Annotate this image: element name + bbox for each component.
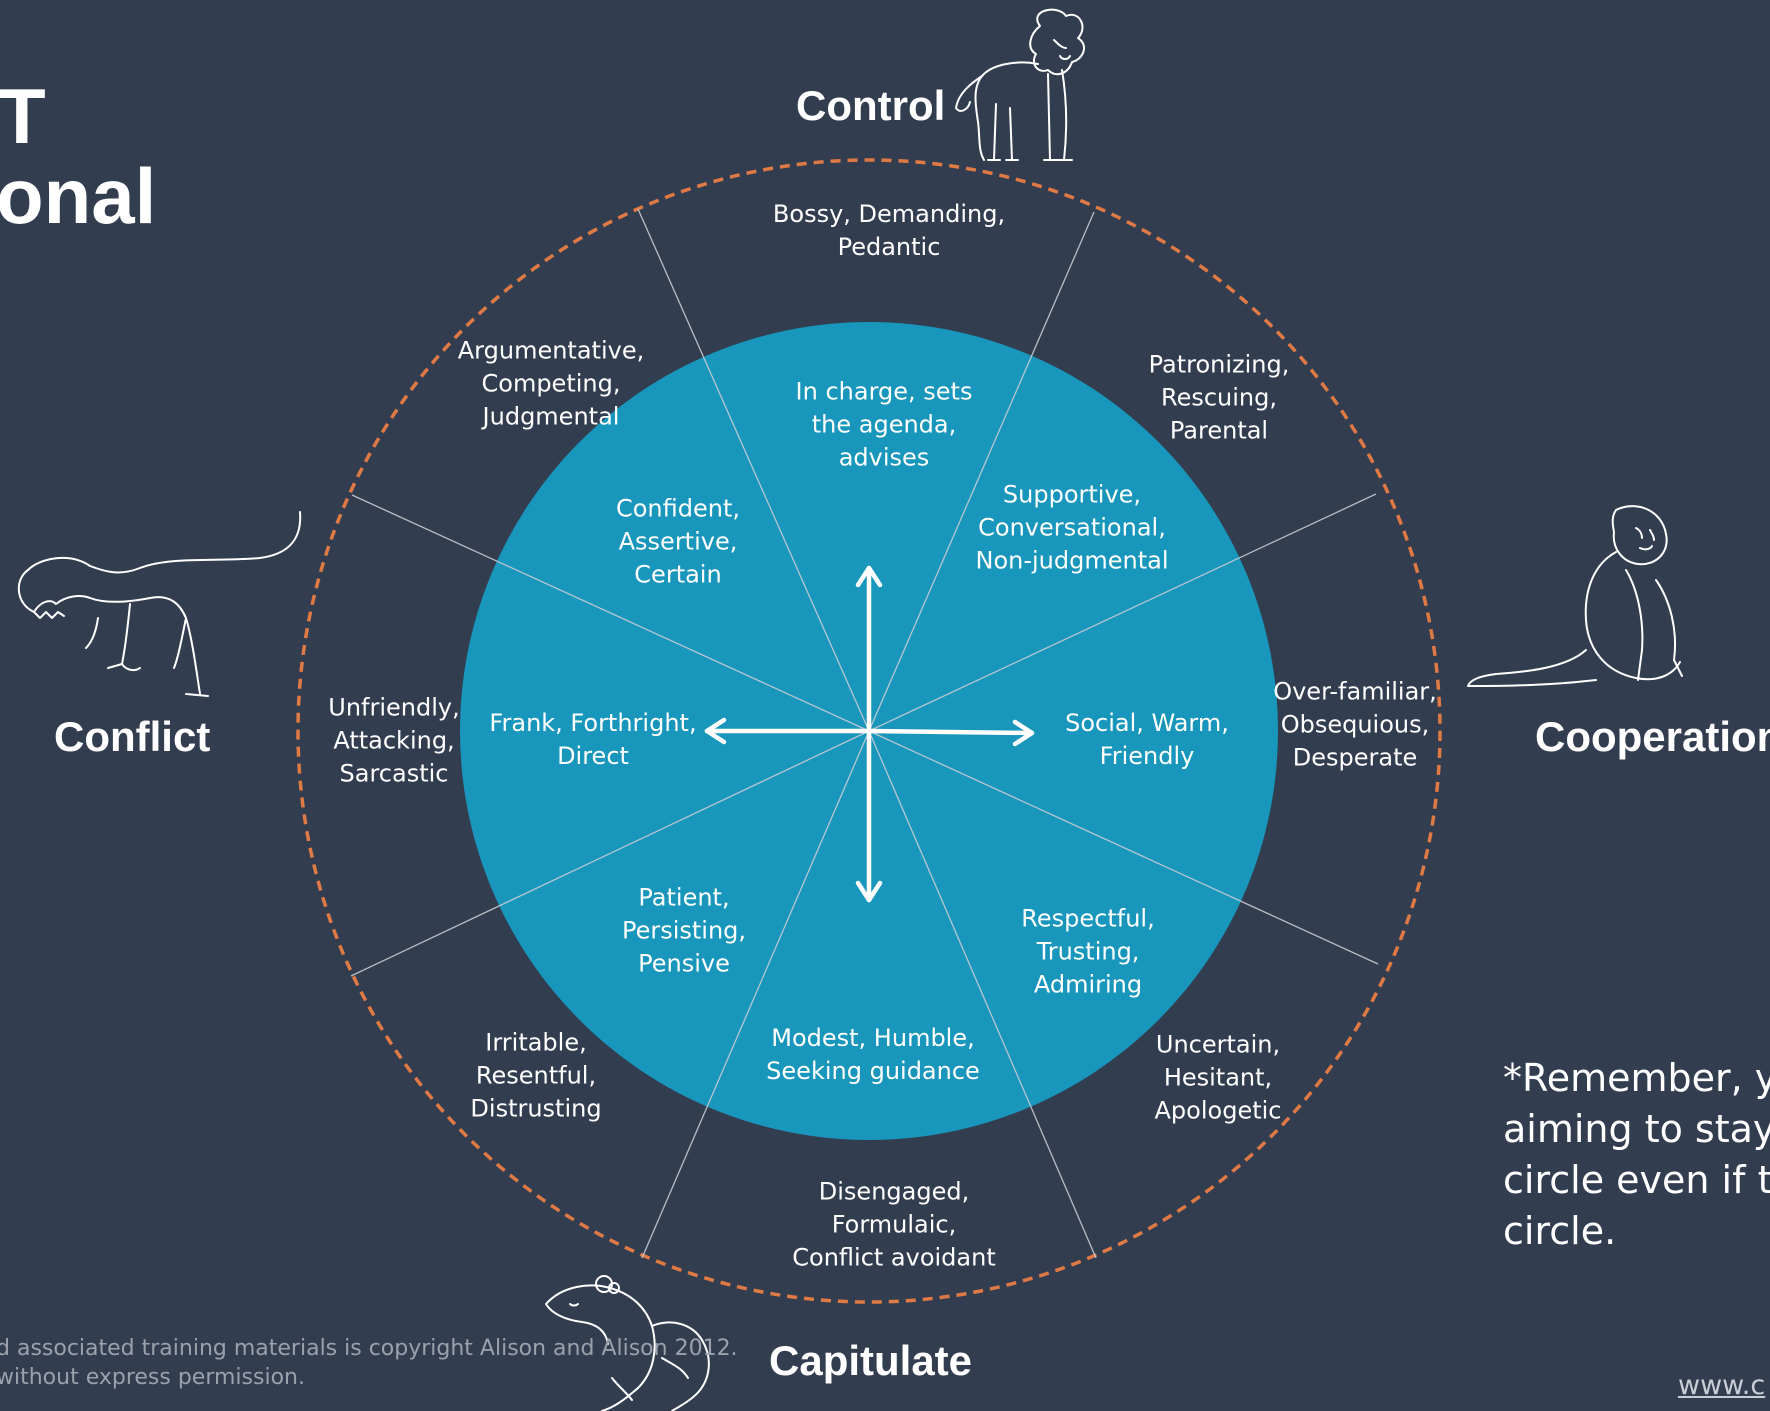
divider-line	[351, 494, 870, 732]
segment-text-line: Patient,	[638, 883, 730, 912]
divider-line	[868, 730, 1097, 1259]
outer-dashed-ring	[296, 158, 1442, 1304]
arrow-left-head	[704, 717, 727, 745]
page-title-line-2: onal	[0, 152, 157, 240]
segment-text-line: Distrusting	[470, 1094, 602, 1123]
segment-text-line: Attacking,	[333, 726, 455, 755]
note-line: aiming to stay	[1503, 1107, 1770, 1151]
outer-segment-bottom-right: Uncertain, Hesitant, Apologetic	[1155, 1029, 1282, 1128]
segment-text-line: Frank, Forthright,	[489, 709, 697, 737]
segment-text-line: Seeking guidance	[766, 1057, 980, 1085]
segment-text-line: Certain	[634, 560, 722, 589]
outer-segment-top-right: Patronizing, Rescuing, Parental	[1149, 349, 1290, 448]
outer-segment-top: Bossy, Demanding, Pedantic	[773, 198, 1005, 264]
inner-segment-top-right: Supportive, Conversational, Non-judgment…	[976, 479, 1169, 578]
segment-text-line: Obsequious,	[1280, 710, 1430, 739]
inner-segment-bottom-right: Respectful, Trusting, Admiring	[1021, 903, 1154, 1002]
lion-icon	[955, 8, 1086, 161]
segment-text-line: Admiring	[1033, 970, 1143, 999]
segment-text-line: Patronizing,	[1148, 350, 1290, 379]
pole-label-cooperation: Cooperation	[1535, 713, 1770, 760]
segment-text-line: Pensive	[638, 949, 730, 978]
segment-text-line: Argumentative,	[457, 336, 645, 365]
copyright-line: without express permission.	[0, 1365, 305, 1390]
segment-text-line: Non-judgmental	[975, 546, 1169, 575]
segment-text-line: Assertive,	[618, 527, 738, 556]
divider-line	[868, 493, 1377, 732]
segment-text-line: Pedantic	[837, 233, 941, 261]
arrow-down-head	[855, 880, 883, 903]
segment-text-line: Persisting,	[621, 916, 747, 945]
segment-text-line: Uncertain,	[1155, 1030, 1281, 1059]
segment-text-line: Apologetic	[1154, 1096, 1282, 1125]
axis-arrows	[704, 565, 1035, 903]
segment-text-line: Rescuing,	[1160, 383, 1278, 412]
segment-text-line: Conversational,	[978, 513, 1166, 542]
inner-segment-bottom-left: Patient, Persisting, Pensive	[622, 882, 746, 981]
segment-text-line: Over-familiar,	[1273, 677, 1437, 706]
note-line: circle.	[1503, 1209, 1617, 1253]
pole-label-conflict: Conflict	[54, 713, 211, 760]
inner-segment-right: Social, Warm, Friendly	[1065, 707, 1229, 773]
segment-text-line: Parental	[1169, 416, 1269, 445]
segment-text-line: In charge, sets	[795, 377, 973, 406]
segment-text-line: advises	[838, 443, 930, 472]
outer-segment-top-left: Argumentative, Competing, Judgmental	[458, 335, 644, 434]
segment-text-line: Respectful,	[1021, 904, 1155, 933]
outer-segment-bottom: Disengaged, Formulaic, Conflict avoidant	[792, 1176, 996, 1275]
monkey-icon	[1467, 505, 1683, 687]
divider-line	[350, 730, 870, 977]
divider-line	[868, 730, 1379, 965]
divider-line	[637, 208, 870, 732]
segment-text-line: the agenda,	[811, 410, 957, 439]
segment-text-line: Modest, Humble,	[771, 1024, 975, 1052]
segment-text-line: Trusting,	[1036, 937, 1140, 966]
segment-text-line: Resentful,	[475, 1061, 597, 1090]
segment-text-line: Hesitant,	[1163, 1063, 1273, 1092]
reminder-note: *Remember, y aiming to stay circle even …	[1503, 1053, 1770, 1257]
segment-text-line: Direct	[557, 742, 629, 770]
segment-text-line: Irritable,	[485, 1028, 587, 1057]
segment-dividers	[350, 208, 1379, 1259]
note-line: circle even if th	[1503, 1158, 1770, 1202]
pole-label-control: Control	[796, 82, 946, 129]
copyright-notice: d associated training materials is copyr…	[0, 1334, 738, 1392]
segment-text-line: Formulaic,	[831, 1210, 957, 1239]
arrow-up-head	[855, 565, 883, 588]
website-link[interactable]: www.c	[1678, 1370, 1766, 1401]
segment-text-line: Judgmental	[482, 402, 620, 431]
outer-segment-left: Unfriendly, Attacking, Sarcastic	[328, 692, 459, 791]
note-line: *Remember, y	[1503, 1056, 1770, 1100]
segment-text-line: Supportive,	[1002, 480, 1142, 509]
inner-segment-left: Frank, Forthright, Direct	[489, 707, 696, 773]
divider-line	[641, 730, 870, 1259]
outer-segment-right: Over-familiar, Obsequious, Desperate	[1273, 676, 1437, 775]
divider-line	[868, 211, 1095, 732]
arrow-right	[866, 728, 1035, 736]
mouse-icon	[545, 1275, 710, 1411]
segment-text-line: Conflict avoidant	[792, 1243, 996, 1272]
dinosaur-icon	[18, 511, 302, 697]
segment-text-line: Competing,	[481, 369, 621, 398]
copyright-line: d associated training materials is copyr…	[0, 1336, 738, 1361]
segment-text-line: Friendly	[1099, 742, 1195, 770]
pole-label-capitulate: Capitulate	[769, 1337, 973, 1384]
inner-segment-top-left: Confident, Assertive, Certain	[616, 493, 740, 592]
segment-text-line: Social, Warm,	[1065, 709, 1229, 737]
segment-text-line: Confident,	[615, 494, 741, 523]
arrow-right-head	[1012, 719, 1035, 747]
segment-text-line: Sarcastic	[339, 759, 449, 788]
inner-segment-bottom: Modest, Humble, Seeking guidance	[766, 1022, 980, 1088]
page-title-line-1: T	[0, 72, 46, 160]
segment-text-line: Desperate	[1292, 743, 1418, 772]
outer-segment-bottom-left: Irritable, Resentful, Distrusting	[470, 1027, 601, 1126]
segment-text-line: Bossy, Demanding,	[772, 200, 1006, 228]
segment-text-line: Disengaged,	[818, 1177, 970, 1206]
segment-text-line: Unfriendly,	[328, 693, 460, 722]
inner-segment-top: In charge, sets the agenda, advises	[796, 376, 973, 475]
